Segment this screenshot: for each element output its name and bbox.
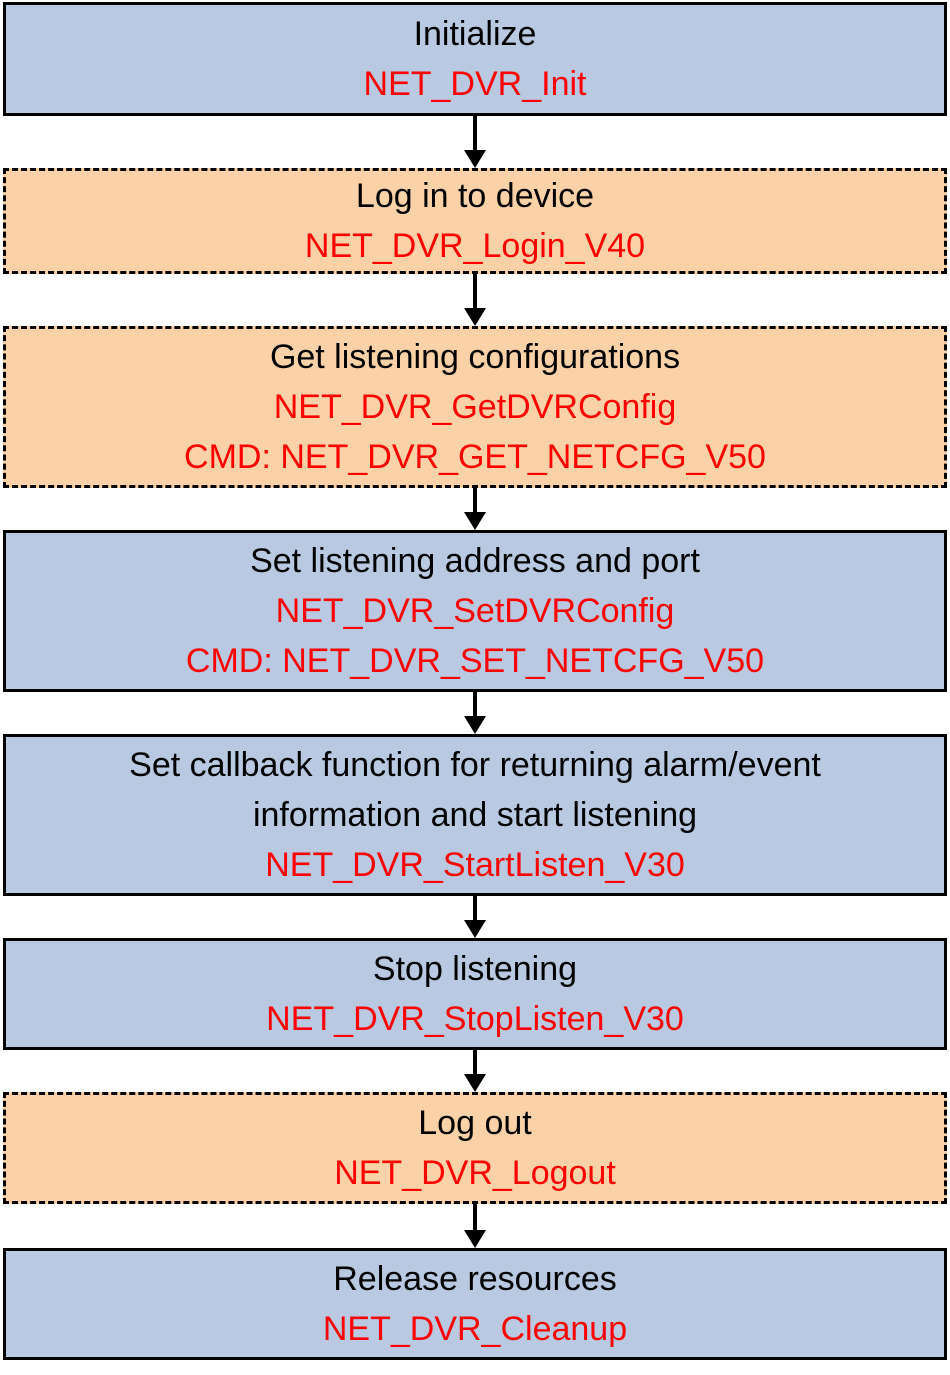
arrow-connector [464,1050,486,1092]
step-api: NET_DVR_Logout [334,1154,616,1192]
step-api-command: CMD: NET_DVR_GET_NETCFG_V50 [184,438,766,476]
step-initialize: Initialize NET_DVR_Init [3,2,947,116]
step-title: Set listening address and port [250,542,700,580]
step-api: NET_DVR_Cleanup [322,1310,628,1348]
step-log-in: Log in to device NET_DVR_Login_V40 [3,168,947,274]
arrow-connector [464,274,486,326]
arrow-connector [464,896,486,938]
step-api: NET_DVR_Init [363,65,587,103]
step-set-listening-address: Set listening address and port NET_DVR_S… [3,530,947,692]
step-api: NET_DVR_StartListen_V30 [265,846,685,884]
arrow-shaft [473,116,477,152]
arrow-shaft [473,692,477,718]
step-start-listening: Set callback function for returning alar… [3,734,947,896]
arrow-head [464,920,486,938]
step-title: Stop listening [372,950,578,988]
step-stop-listening: Stop listening NET_DVR_StopListen_V30 [3,938,947,1050]
arrow-connector [464,692,486,734]
arrow-shaft [473,1204,477,1232]
arrow-connector [464,116,486,168]
step-title: Release resources [333,1260,617,1298]
arrow-connector [464,488,486,530]
step-log-out: Log out NET_DVR_Logout [3,1092,947,1204]
step-title: Get listening configurations [269,338,681,376]
arrow-head [464,150,486,168]
arrow-shaft [473,896,477,922]
step-api: NET_DVR_GetDVRConfig [273,388,677,426]
step-api: NET_DVR_SetDVRConfig [275,592,675,630]
step-title: Initialize [413,15,537,53]
arrow-head [464,1230,486,1248]
arrow-head [464,716,486,734]
step-get-listening-config: Get listening configurations NET_DVR_Get… [3,326,947,488]
step-title: Log out [418,1104,532,1142]
arrow-shaft [473,488,477,514]
arrow-connector [464,1204,486,1248]
arrow-head [464,308,486,326]
step-release-resources: Release resources NET_DVR_Cleanup [3,1248,947,1360]
step-api: NET_DVR_Login_V40 [304,227,646,265]
arrow-head [464,512,486,530]
arrow-shaft [473,1050,477,1076]
arrow-head [464,1074,486,1092]
step-title: Set callback function for returning alar… [129,746,821,834]
step-api-command: CMD: NET_DVR_SET_NETCFG_V50 [185,642,765,680]
step-api: NET_DVR_StopListen_V30 [266,1000,684,1038]
step-title: Log in to device [355,177,595,215]
arrow-shaft [473,274,477,310]
